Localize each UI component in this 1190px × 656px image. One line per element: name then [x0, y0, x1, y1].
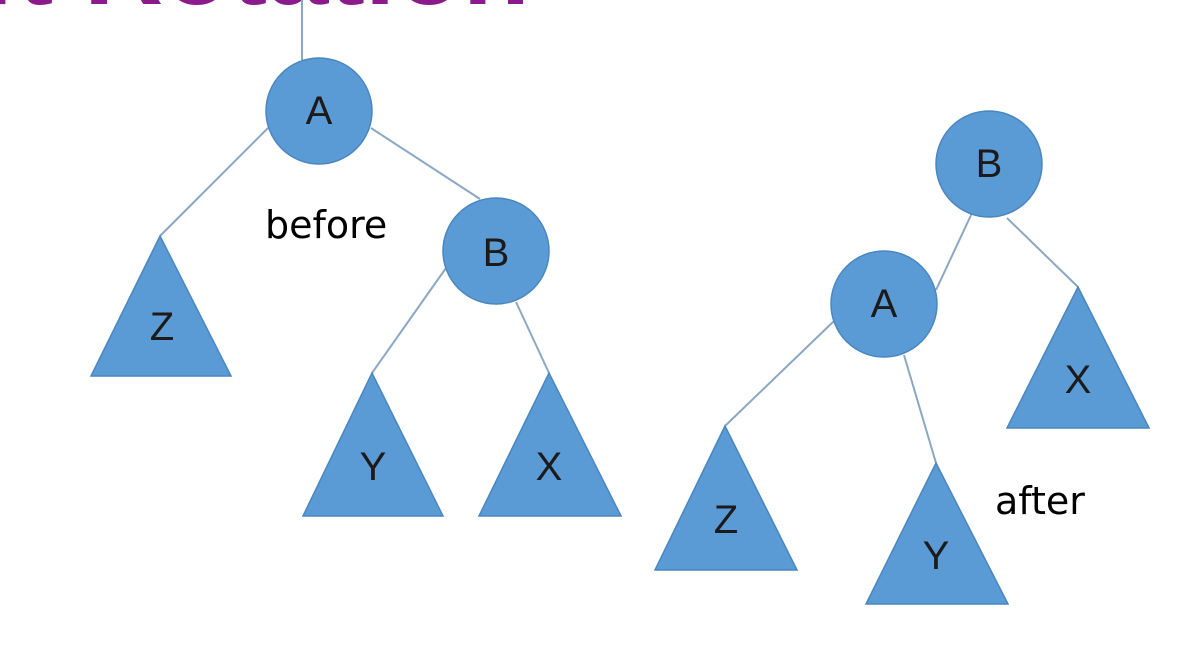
after-node-b-circle — [935, 110, 1043, 218]
after-edge-b-a — [935, 212, 973, 291]
before-node-a: A — [265, 57, 373, 165]
after-node-a: A — [830, 250, 938, 358]
before-edge-a-b — [370, 127, 481, 200]
after-node-b: B — [935, 110, 1043, 218]
after-subtree-y: Y — [864, 461, 1010, 605]
before-edge-b-x — [515, 301, 550, 374]
after-node-a-label: A — [871, 282, 898, 326]
after-edge-a-y — [903, 354, 937, 464]
before-subtree-y-label: Y — [360, 445, 387, 489]
before-tree: A B Z Y X before — [89, 0, 623, 517]
after-caption: after — [995, 479, 1085, 523]
before-node-a-label: A — [306, 89, 333, 133]
after-node-b-label: B — [976, 142, 1003, 186]
after-subtree-z-triangle — [653, 424, 799, 571]
before-subtree-z: Z — [89, 234, 233, 377]
before-edge-b-y — [371, 267, 447, 374]
after-subtree-x-triangle — [1005, 285, 1151, 429]
before-node-b: B — [442, 197, 550, 305]
before-subtree-z-label: Z — [150, 305, 174, 349]
after-node-a-circle — [830, 250, 938, 358]
after-subtree-y-triangle — [864, 461, 1010, 605]
before-subtree-y: Y — [301, 371, 445, 517]
before-subtree-y-triangle — [301, 371, 445, 517]
after-tree: B A X Z Y after — [653, 110, 1151, 605]
after-subtree-z-label: Z — [714, 498, 738, 542]
after-subtree-x: X — [1005, 285, 1151, 429]
before-node-a-circle — [265, 57, 373, 165]
before-subtree-z-triangle — [89, 234, 233, 377]
slide-title-fragment: ft Rotation — [0, 0, 530, 28]
after-edge-a-z — [724, 320, 835, 427]
before-subtree-x: X — [477, 371, 623, 517]
after-subtree-y-label: Y — [923, 534, 950, 578]
before-subtree-x-triangle — [477, 371, 623, 517]
before-subtree-x-label: X — [536, 445, 563, 489]
after-subtree-z: Z — [653, 424, 799, 571]
before-node-b-circle — [442, 197, 550, 305]
after-edge-b-x — [1006, 217, 1079, 288]
before-caption: before — [265, 203, 387, 247]
before-edge-a-z — [159, 127, 269, 237]
before-node-b-label: B — [483, 231, 510, 275]
after-subtree-x-label: X — [1065, 358, 1092, 402]
